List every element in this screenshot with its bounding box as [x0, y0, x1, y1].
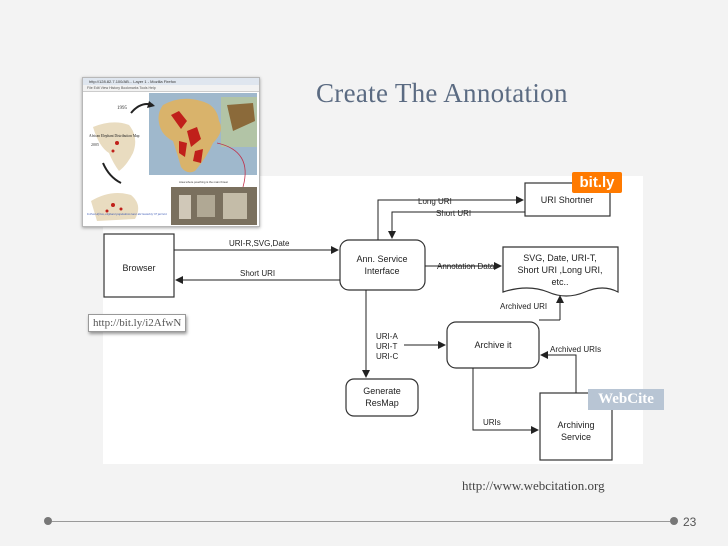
label-short-uri-browser: Short URI: [240, 269, 275, 278]
label-archived-uri: Archived URI: [500, 302, 547, 311]
thumbnail-map-image: 1995 African Elephant Distribution Map 2…: [86, 93, 257, 225]
short-link-label[interactable]: http://bit.ly/i2AfwN: [88, 314, 187, 332]
metadata-label-1: SVG, Date, URI-T,: [523, 253, 597, 263]
thumbnail-year-1: 1995: [117, 106, 128, 111]
label-long-uri: Long URI: [418, 197, 452, 206]
ann-service-node: [339, 239, 426, 291]
thumbnail-menubar: File Edit View History Bookmarks Tools H…: [83, 85, 259, 92]
screenshot-thumbnail: http://128.82.7.100/AB... Layer 1 - Mozi…: [82, 77, 260, 227]
label-uri-a: URI-A: [376, 332, 398, 341]
page-number: 23: [683, 515, 697, 529]
thumbnail-year-2: 2005: [91, 142, 99, 147]
webcite-logo: WebCite: [588, 389, 664, 410]
archive-it-label: Archive it: [474, 340, 512, 350]
label-archived-uris: Archived URIs: [550, 345, 601, 354]
archiving-service-label-2: Service: [561, 432, 591, 442]
slide-title: Create The Annotation: [316, 78, 568, 108]
generate-resmap-label-1: Generate: [363, 386, 401, 396]
generate-resmap-node: [345, 378, 419, 417]
thumbnail-caption: In East Africa, elephant populations hav…: [86, 212, 167, 217]
thumbnail-window-title: http://128.82.7.100/AB... Layer 1 - Mozi…: [89, 79, 176, 84]
browser-label: Browser: [122, 263, 155, 273]
edge-long-uri: [377, 196, 524, 240]
archive-it-node: [446, 321, 540, 369]
footer-dot-left: [44, 517, 52, 525]
uri-shortner-label: URI Shortner: [541, 195, 594, 205]
metadata-label-2: Short URI ,Long URI,: [517, 265, 602, 275]
browser-node: [103, 233, 175, 298]
archiving-service-label-1: Archiving: [557, 420, 594, 430]
generate-resmap-label-2: ResMap: [365, 398, 399, 408]
footer-dot-right: [670, 517, 678, 525]
label-annotation-data: Annotation Data: [437, 262, 495, 271]
edge-short-uri: [388, 211, 525, 239]
label-short-uri-top: Short URI: [436, 209, 471, 218]
thumbnail-menu: File Edit View History Bookmarks Tools H…: [87, 86, 156, 90]
label-uri-t: URI-T: [376, 342, 397, 351]
metadata-label-3: etc..: [551, 277, 568, 287]
footer-url[interactable]: http://www.webcitation.org: [462, 478, 605, 493]
label-uris: URIs: [483, 418, 501, 427]
annotation-data-document-node: [502, 246, 619, 297]
thumbnail-titlebar: http://128.82.7.100/AB... Layer 1 - Mozi…: [83, 78, 259, 85]
label-uri-r-svg-date: URI-R,SVG,Date: [229, 239, 290, 248]
footer-divider: [52, 521, 670, 522]
ann-service-label-1: Ann. Service: [356, 254, 407, 264]
bitly-logo: bit.ly: [572, 172, 622, 193]
edge-archived-uris: [540, 351, 577, 393]
ann-service-label-2: Interface: [364, 266, 399, 276]
thumbnail-note: Area where poaching is the main threat: [179, 180, 228, 184]
label-uri-c: URI-C: [376, 352, 398, 361]
thumbnail-map-title: African Elephant Distribution Map: [89, 134, 140, 138]
edge-uris: [472, 368, 539, 434]
